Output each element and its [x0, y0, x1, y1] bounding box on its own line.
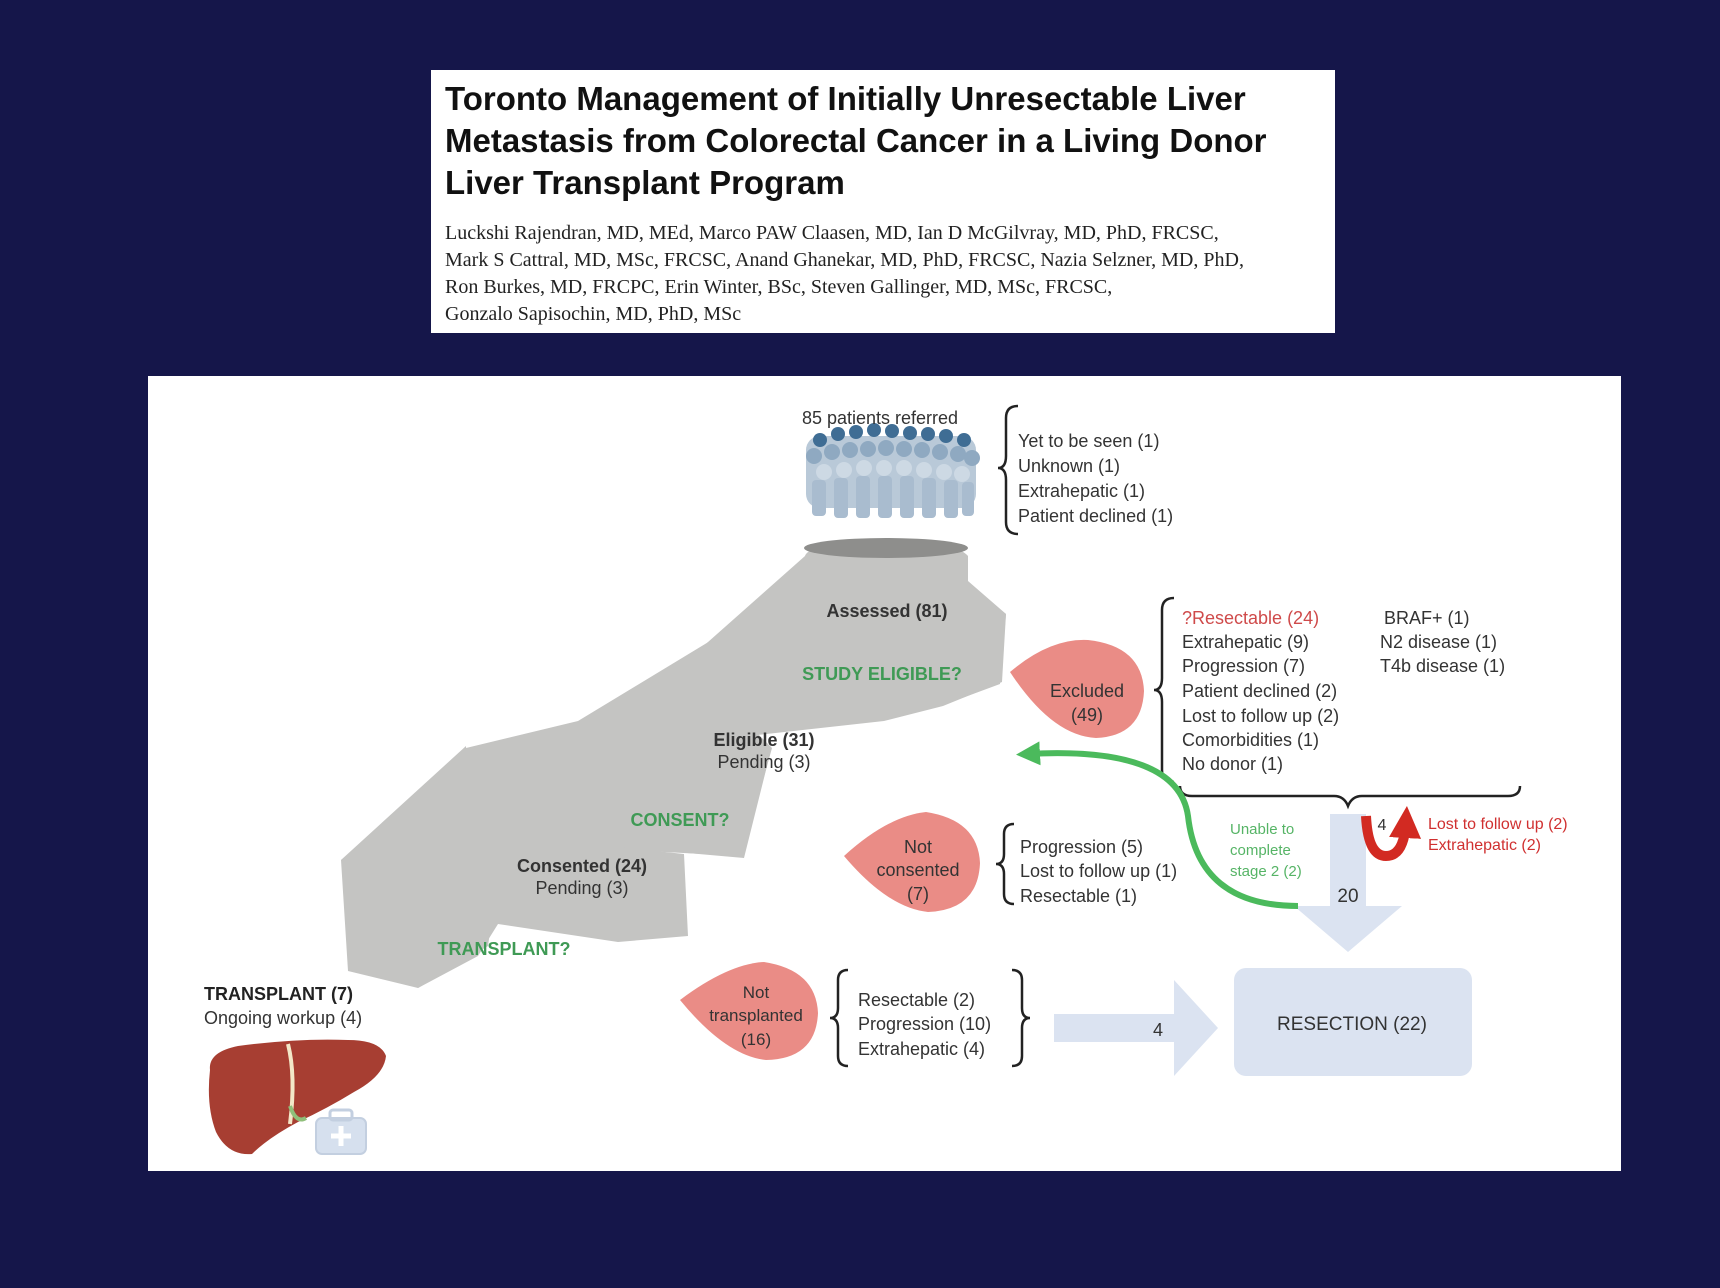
unable-label: stage 2 (2): [1230, 863, 1302, 880]
loop-arrow-value: 4: [1378, 817, 1387, 834]
not-transplanted-label: transplanted: [709, 1006, 803, 1025]
resection-box: [1234, 968, 1472, 1076]
transplant-ongoing: Ongoing workup (4): [204, 1008, 362, 1028]
not-consented-label: Not: [904, 837, 932, 857]
not-transplanted-reason: Extrahepatic (4): [858, 1039, 985, 1059]
not-consented-drop: [844, 812, 980, 912]
down-arrow-value: 20: [1337, 886, 1358, 907]
not-transplanted-bracket-right: [1011, 968, 1031, 1068]
excluded-reason-item: Lost to follow up (2): [1182, 706, 1339, 726]
initial-exclusions-bracket: [997, 404, 1019, 536]
excluded-drop: [1010, 639, 1144, 738]
right-arrow-value: 4: [1153, 1020, 1163, 1040]
initial-exclusion-item: Extrahepatic (1): [1018, 481, 1145, 501]
down-arrow: [1294, 814, 1402, 952]
excluded-count: (49): [1071, 705, 1103, 725]
initial-exclusion-item: Yet to be seen (1): [1018, 431, 1159, 451]
funnel-shape: [341, 538, 1006, 988]
excluded-reason-item: No donor (1): [1182, 754, 1283, 774]
initial-exclusion-item: Patient declined (1): [1018, 506, 1173, 526]
referred-label: 85 patients referred: [802, 408, 958, 428]
consented-pending: Pending (3): [535, 878, 628, 898]
unable-label: Unable to: [1230, 821, 1294, 838]
not-transplanted-reason: Progression (10): [858, 1014, 991, 1034]
unable-label: complete: [1230, 842, 1291, 859]
excluded-reasons-bracket: [1153, 596, 1175, 784]
resection-label: RESECTION (22): [1277, 1014, 1427, 1035]
not-consented-label: consented: [876, 860, 959, 880]
excluded-reason-item: Comorbidities (1): [1182, 730, 1319, 750]
not-consented-reason: Resectable (1): [1020, 886, 1137, 906]
excluded-label: Excluded: [1050, 681, 1124, 701]
excluded-under-brace: [1178, 785, 1522, 810]
loop-reason-item: Lost to follow up (2): [1428, 816, 1568, 833]
assessed-label: Assessed (81): [826, 601, 947, 621]
flow-diagram-svg: Assessed (81) STUDY ELIGIBLE? Eligible (…: [204, 404, 1568, 1155]
right-arrow: [1054, 980, 1218, 1076]
flow-diagram: Assessed (81) STUDY ELIGIBLE? Eligible (…: [148, 376, 1621, 1171]
unable-arrow: [1016, 741, 1299, 909]
excluded-reason-item: T4b disease (1): [1380, 656, 1505, 676]
not-consented-reason: Progression (5): [1020, 837, 1143, 857]
loop-reason-item: Extrahepatic (2): [1428, 837, 1541, 854]
excluded-reason-item: N2 disease (1): [1380, 632, 1497, 652]
consented-label: Consented (24): [517, 856, 647, 876]
medical-kit-icon: [315, 1108, 367, 1155]
excluded-reason-item: ?Resectable (24): [1182, 608, 1319, 628]
paper-header: Toronto Management of Initially Unresect…: [431, 70, 1335, 333]
initial-exclusion-item: Unknown (1): [1018, 456, 1120, 476]
transplant-label: TRANSPLANT (7): [204, 984, 353, 1004]
author-line: Ron Burkes, MD, FRCPC, Erin Winter, BSc,…: [445, 276, 1113, 298]
paper-title-line: Liver Transplant Program: [445, 164, 845, 201]
eligible-label: Eligible (31): [713, 730, 814, 750]
liver-icon: [208, 1039, 386, 1155]
author-line: Gonzalo Sapisochin, MD, PhD, MSc: [445, 303, 742, 325]
not-consented-bracket: [995, 822, 1015, 906]
author-line: Luckshi Rajendran, MD, MEd, Marco PAW Cl…: [445, 222, 1219, 244]
not-transplanted-drop: [680, 962, 818, 1060]
excluded-reason-item: Extrahepatic (9): [1182, 632, 1309, 652]
paper-authors: Luckshi Rajendran, MD, MEd, Marco PAW Cl…: [445, 220, 1323, 328]
question-consent: CONSENT?: [631, 810, 730, 830]
eligible-pending: Pending (3): [717, 752, 810, 772]
not-transplanted-reason: Resectable (2): [858, 990, 975, 1010]
not-transplanted-count: (16): [741, 1030, 771, 1049]
not-transplanted-label: Not: [743, 983, 770, 1002]
question-transplant: TRANSPLANT?: [438, 939, 571, 959]
question-study-eligible: STUDY ELIGIBLE?: [802, 664, 962, 684]
excluded-reason-item: Progression (7): [1182, 656, 1305, 676]
paper-title-line: Toronto Management of Initially Unresect…: [445, 80, 1246, 117]
paper-title: Toronto Management of Initially Unresect…: [445, 78, 1323, 204]
excluded-reason-item: BRAF+ (1): [1384, 608, 1470, 628]
not-consented-reason: Lost to follow up (1): [1020, 861, 1177, 881]
author-line: Mark S Cattral, MD, MSc, FRCSC, Anand Gh…: [445, 249, 1244, 271]
paper-title-line: Metastasis from Colorectal Cancer in a L…: [445, 122, 1267, 159]
not-consented-count: (7): [907, 884, 929, 904]
excluded-reason-item: Patient declined (2): [1182, 681, 1337, 701]
loop-arrow: [1361, 806, 1422, 862]
not-transplanted-bracket-left: [829, 968, 849, 1068]
people-crowd-icon: [806, 423, 980, 518]
